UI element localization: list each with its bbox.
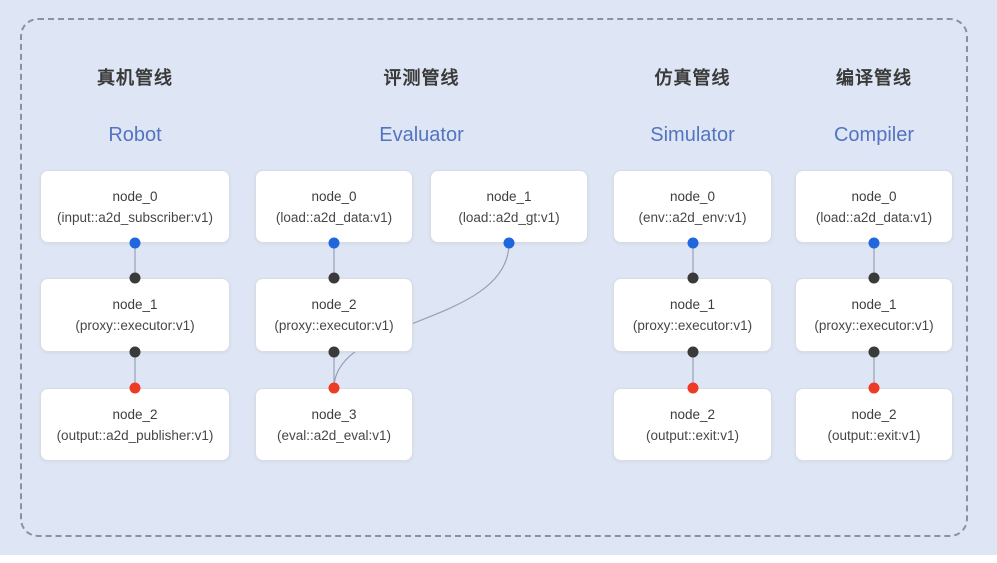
node-kind: (output::a2d_publisher:v1) [56,427,214,443]
node-card-simulator-node0: node_0 (env::a2d_env:v1) [613,170,772,243]
node-card-evaluator-node1: node_1 (load::a2d_gt:v1) [430,170,588,243]
node-name: node_1 [851,297,897,312]
node-name: node_2 [112,406,158,422]
node-name: node_2 [669,406,716,422]
node-card-simulator-node1: node_1 (proxy::executor:v1) [613,278,772,352]
node-card-simulator-node2: node_2 (output::exit:v1) [613,388,772,461]
node-kind: (output::exit:v1) [645,427,740,443]
node-card-robot-node1: node_1 (proxy::executor:v1) [40,278,230,352]
node-kind: (load::a2d_gt:v1) [458,209,560,225]
node-kind: (proxy::executor:v1) [274,318,394,333]
pipeline-title-zh-simulator: 仿真管线 [654,68,731,88]
node-kind: (input::a2d_subscriber:v1) [56,209,214,225]
node-name: node_0 [851,188,897,204]
dashed-border-frame [20,18,968,537]
pipeline-title-zh-evaluator: 评测管线 [383,68,460,88]
node-kind: (eval::a2d_eval:v1) [276,427,392,443]
node-card-evaluator-node3: node_3 (eval::a2d_eval:v1) [255,388,413,461]
node-kind: (proxy::executor:v1) [814,318,934,333]
node-name: node_0 [311,188,357,204]
pipeline-title-en-simulator: Simulator [650,124,735,146]
bottom-page-edge [0,555,997,563]
node-card-compiler-node1: node_1 (proxy::executor:v1) [795,278,953,352]
node-name: node_1 [486,188,532,204]
node-name: node_1 [112,297,158,312]
pipeline-title-en-compiler: Compiler [833,124,915,146]
node-card-robot-node0: node_0 (input::a2d_subscriber:v1) [40,170,230,243]
node-card-evaluator-node0: node_0 (load::a2d_data:v1) [255,170,413,243]
node-card-compiler-node2: node_2 (output::exit:v1) [795,388,953,461]
pipeline-title-zh-compiler: 编译管线 [836,68,912,88]
node-name: node_3 [311,406,357,422]
node-name: node_0 [112,188,158,204]
node-kind: (proxy::executor:v1) [75,318,195,333]
node-kind: (load::a2d_data:v1) [815,209,933,225]
node-name: node_0 [669,188,716,204]
node-kind: (load::a2d_data:v1) [275,209,393,225]
pipeline-title-en-robot: Robot [108,124,162,146]
pipeline-title-zh-robot: 真机管线 [97,68,173,88]
node-card-evaluator-node2: node_2 (proxy::executor:v1) [255,278,413,352]
node-card-compiler-node0: node_0 (load::a2d_data:v1) [795,170,953,243]
node-name: node_1 [669,297,716,312]
node-kind: (output::exit:v1) [827,427,921,443]
node-kind: (env::a2d_env:v1) [638,209,747,225]
node-card-robot-node2: node_2 (output::a2d_publisher:v1) [40,388,230,461]
node-name: node_2 [311,297,357,312]
node-kind: (proxy::executor:v1) [632,318,753,333]
pipeline-title-en-evaluator: Evaluator [379,124,464,146]
node-name: node_2 [851,406,897,422]
